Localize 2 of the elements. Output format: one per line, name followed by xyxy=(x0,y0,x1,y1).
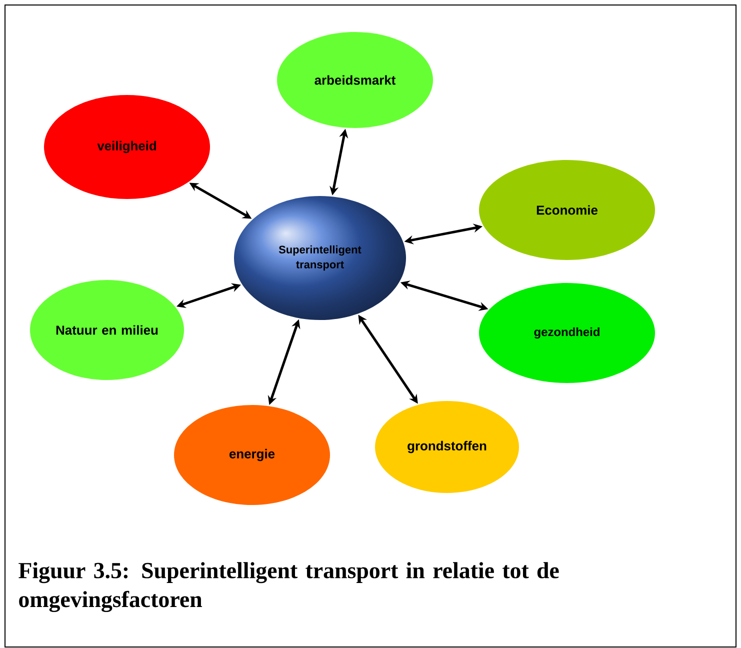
caption: Figuur 3.5: Superintelligent transport in relatie tot de omgevingsfactoren xyxy=(18,562,559,612)
sphere: Superintelligent transport xyxy=(278,245,362,271)
